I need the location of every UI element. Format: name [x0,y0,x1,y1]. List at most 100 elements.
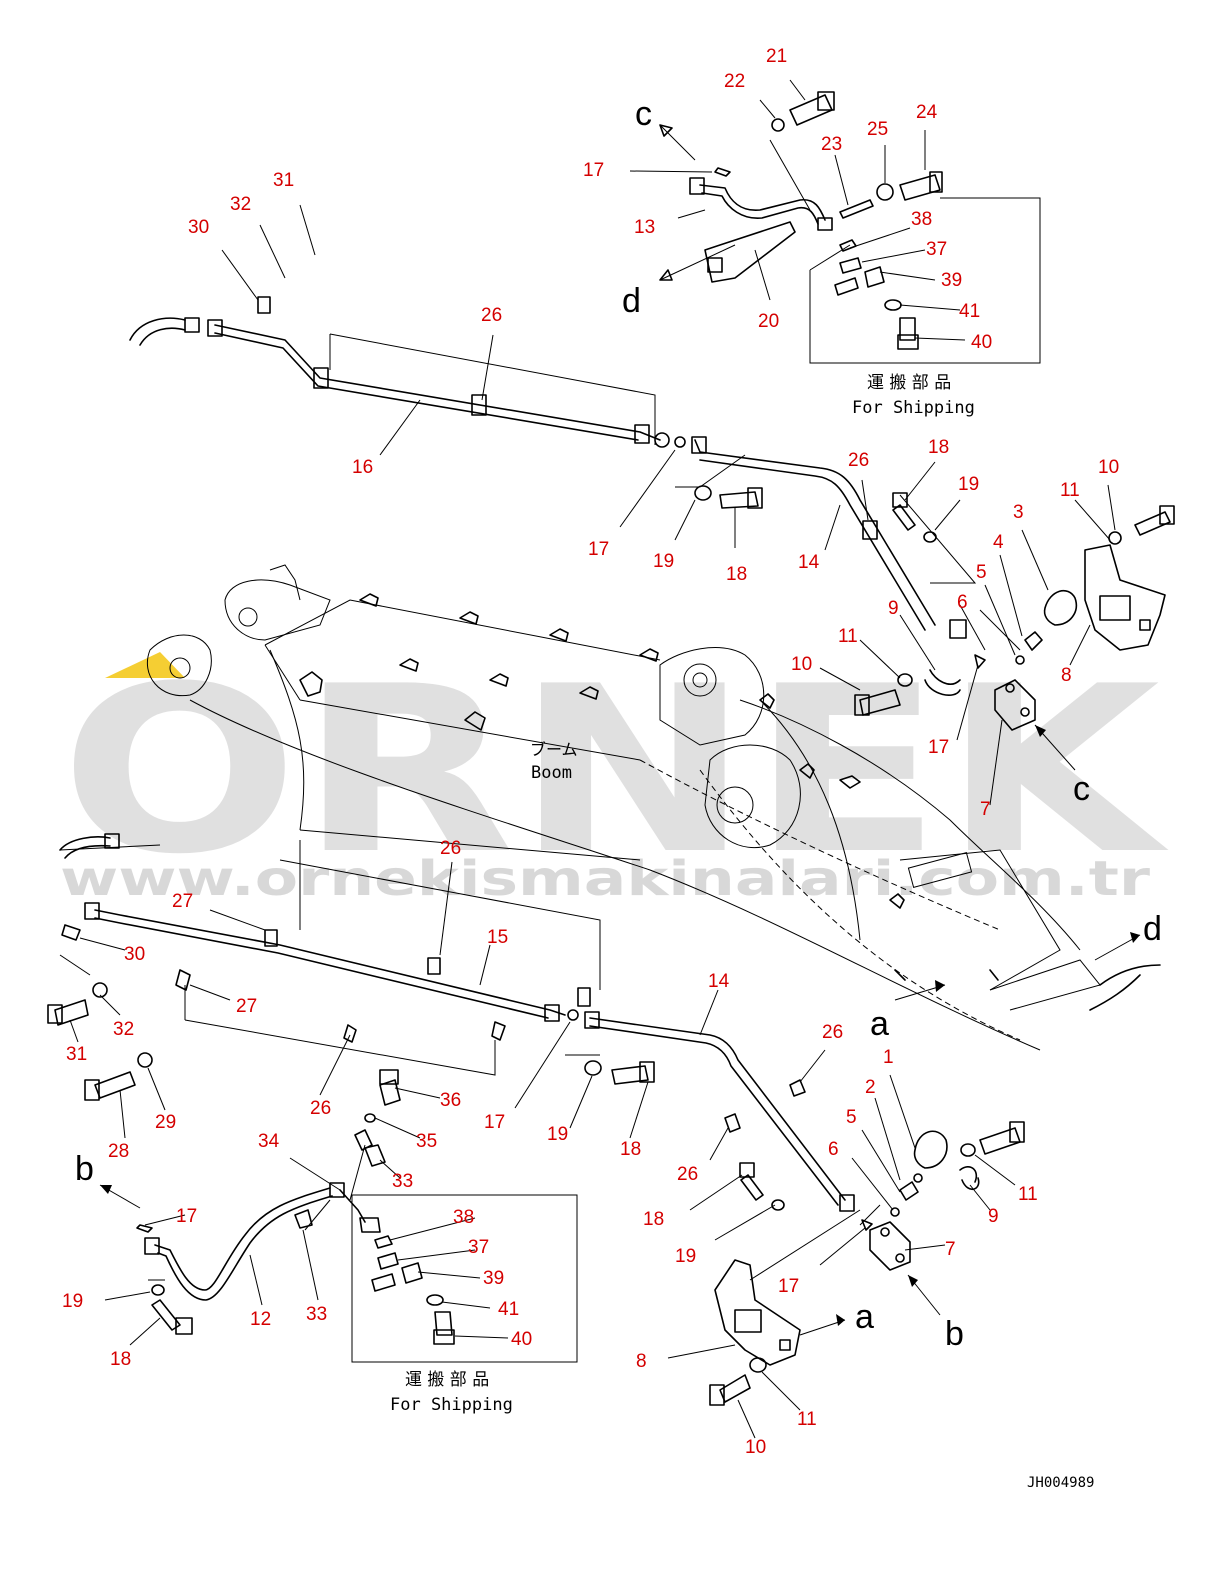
shipping-label-en-bottom: For Shipping [390,1395,513,1415]
bracket-8-upper [1084,544,1166,651]
callout-9: 9 [888,598,899,619]
watermark-brand: ORNEK [60,638,1169,905]
callout-10: 10 [791,654,812,675]
callout-39: 39 [483,1268,504,1289]
callout-19: 19 [547,1124,568,1145]
callout-20: 20 [758,311,779,332]
callout-11: 11 [1060,480,1080,501]
view-letter-a-mid: a [870,1005,889,1043]
callout-13: 13 [634,217,655,238]
watermark: ORNEK www.ornekismakinalari.com.tr [60,638,1169,907]
pipe-16 [214,324,661,441]
callout-14: 14 [708,971,730,992]
callout-12: 12 [250,1309,271,1330]
lower-shipping-box: 運 搬 部 品 For Shipping [351,1194,578,1415]
callout-18: 18 [643,1209,664,1230]
callout-10: 10 [745,1437,766,1458]
lower-pipe-assembly [47,840,855,1335]
callout-14: 14 [798,552,820,573]
boom-label-jp: ブーム [530,740,578,759]
callout-11: 11 [838,626,858,647]
callout-18: 18 [726,564,747,585]
callout-10: 10 [1098,457,1119,478]
view-letters: c d c d a b a b [75,95,1162,1353]
callout-36: 36 [440,1090,461,1111]
callout-39: 39 [941,270,962,291]
pipe-14-upper [694,439,936,626]
callout-17: 17 [484,1112,505,1133]
callout-19: 19 [958,474,979,495]
callout-30: 30 [188,217,209,238]
callout-17: 17 [588,539,609,560]
callout-8: 8 [1061,665,1072,686]
upper-pipe-assembly [207,296,977,639]
callout-23: 23 [821,134,842,155]
callout-32: 32 [230,194,251,215]
shipping-label-jp-top: 運 搬 部 品 [867,373,951,393]
bracket-8-lower [714,1259,801,1366]
callout-38: 38 [453,1207,474,1228]
callout-18: 18 [620,1139,641,1160]
callout-29: 29 [155,1112,176,1133]
pipe-13 [699,184,826,221]
view-letter-c-top: c [635,95,652,133]
callout-5: 5 [846,1107,857,1128]
callout-33: 33 [306,1304,327,1325]
drawing-id: JH004989 [1027,1475,1094,1491]
right-upper-detail [854,505,1175,771]
part-callouts: 21 22 17 13 23 25 24 38 37 39 41 40 20 3… [62,46,1119,1458]
callout-26: 26 [481,305,502,326]
callout-31: 31 [66,1044,87,1065]
pipe-14-lower [589,1017,846,1201]
callout-7: 7 [945,1239,956,1260]
callout-27: 27 [236,996,257,1017]
callout-30: 30 [124,944,145,965]
leader-lines [69,79,1116,1439]
boom-structure: ブーム Boom [59,317,1161,1051]
callout-17: 17 [778,1276,799,1297]
view-letter-d-top: d [622,282,641,320]
callout-19: 19 [62,1291,83,1312]
callout-18: 18 [110,1349,131,1370]
view-letter-b-bottom: b [945,1315,964,1353]
callout-9: 9 [988,1206,999,1227]
callout-25: 25 [867,119,888,140]
callout-7: 7 [980,799,991,820]
callout-40: 40 [511,1329,532,1350]
callout-35: 35 [416,1131,437,1152]
callout-16: 16 [352,457,373,478]
callout-6: 6 [957,592,968,613]
callout-32: 32 [113,1019,134,1040]
callout-11: 11 [1018,1184,1038,1205]
pipe-12 [154,1187,331,1291]
boom-label-en: Boom [531,763,572,783]
callout-19: 19 [653,551,674,572]
callout-5: 5 [976,562,987,583]
callout-27: 27 [172,891,193,912]
watermark-accent-shape [105,652,185,678]
shipping-label-en-top: For Shipping [852,398,975,418]
callout-18: 18 [928,437,949,458]
callout-26: 26 [440,838,461,859]
lower-right-detail [709,932,1141,1406]
block-7-upper [994,679,1036,731]
view-letter-c-right: c [1073,770,1090,808]
callout-6: 6 [828,1139,839,1160]
callout-19: 19 [675,1246,696,1267]
view-letter-a-bottom: a [855,1298,874,1336]
callout-37: 37 [926,239,947,260]
callout-26: 26 [822,1022,843,1043]
callout-41: 41 [498,1299,519,1320]
callout-26: 26 [677,1164,698,1185]
callout-26: 26 [848,450,869,471]
callout-34: 34 [258,1131,280,1152]
callout-40: 40 [971,332,992,353]
callout-21: 21 [766,46,787,67]
view-letter-d-right: d [1143,910,1162,948]
callout-15: 15 [487,927,508,948]
callout-8: 8 [636,1351,647,1372]
callout-17: 17 [583,160,604,181]
callout-33: 33 [392,1171,413,1192]
callout-22: 22 [724,71,745,92]
